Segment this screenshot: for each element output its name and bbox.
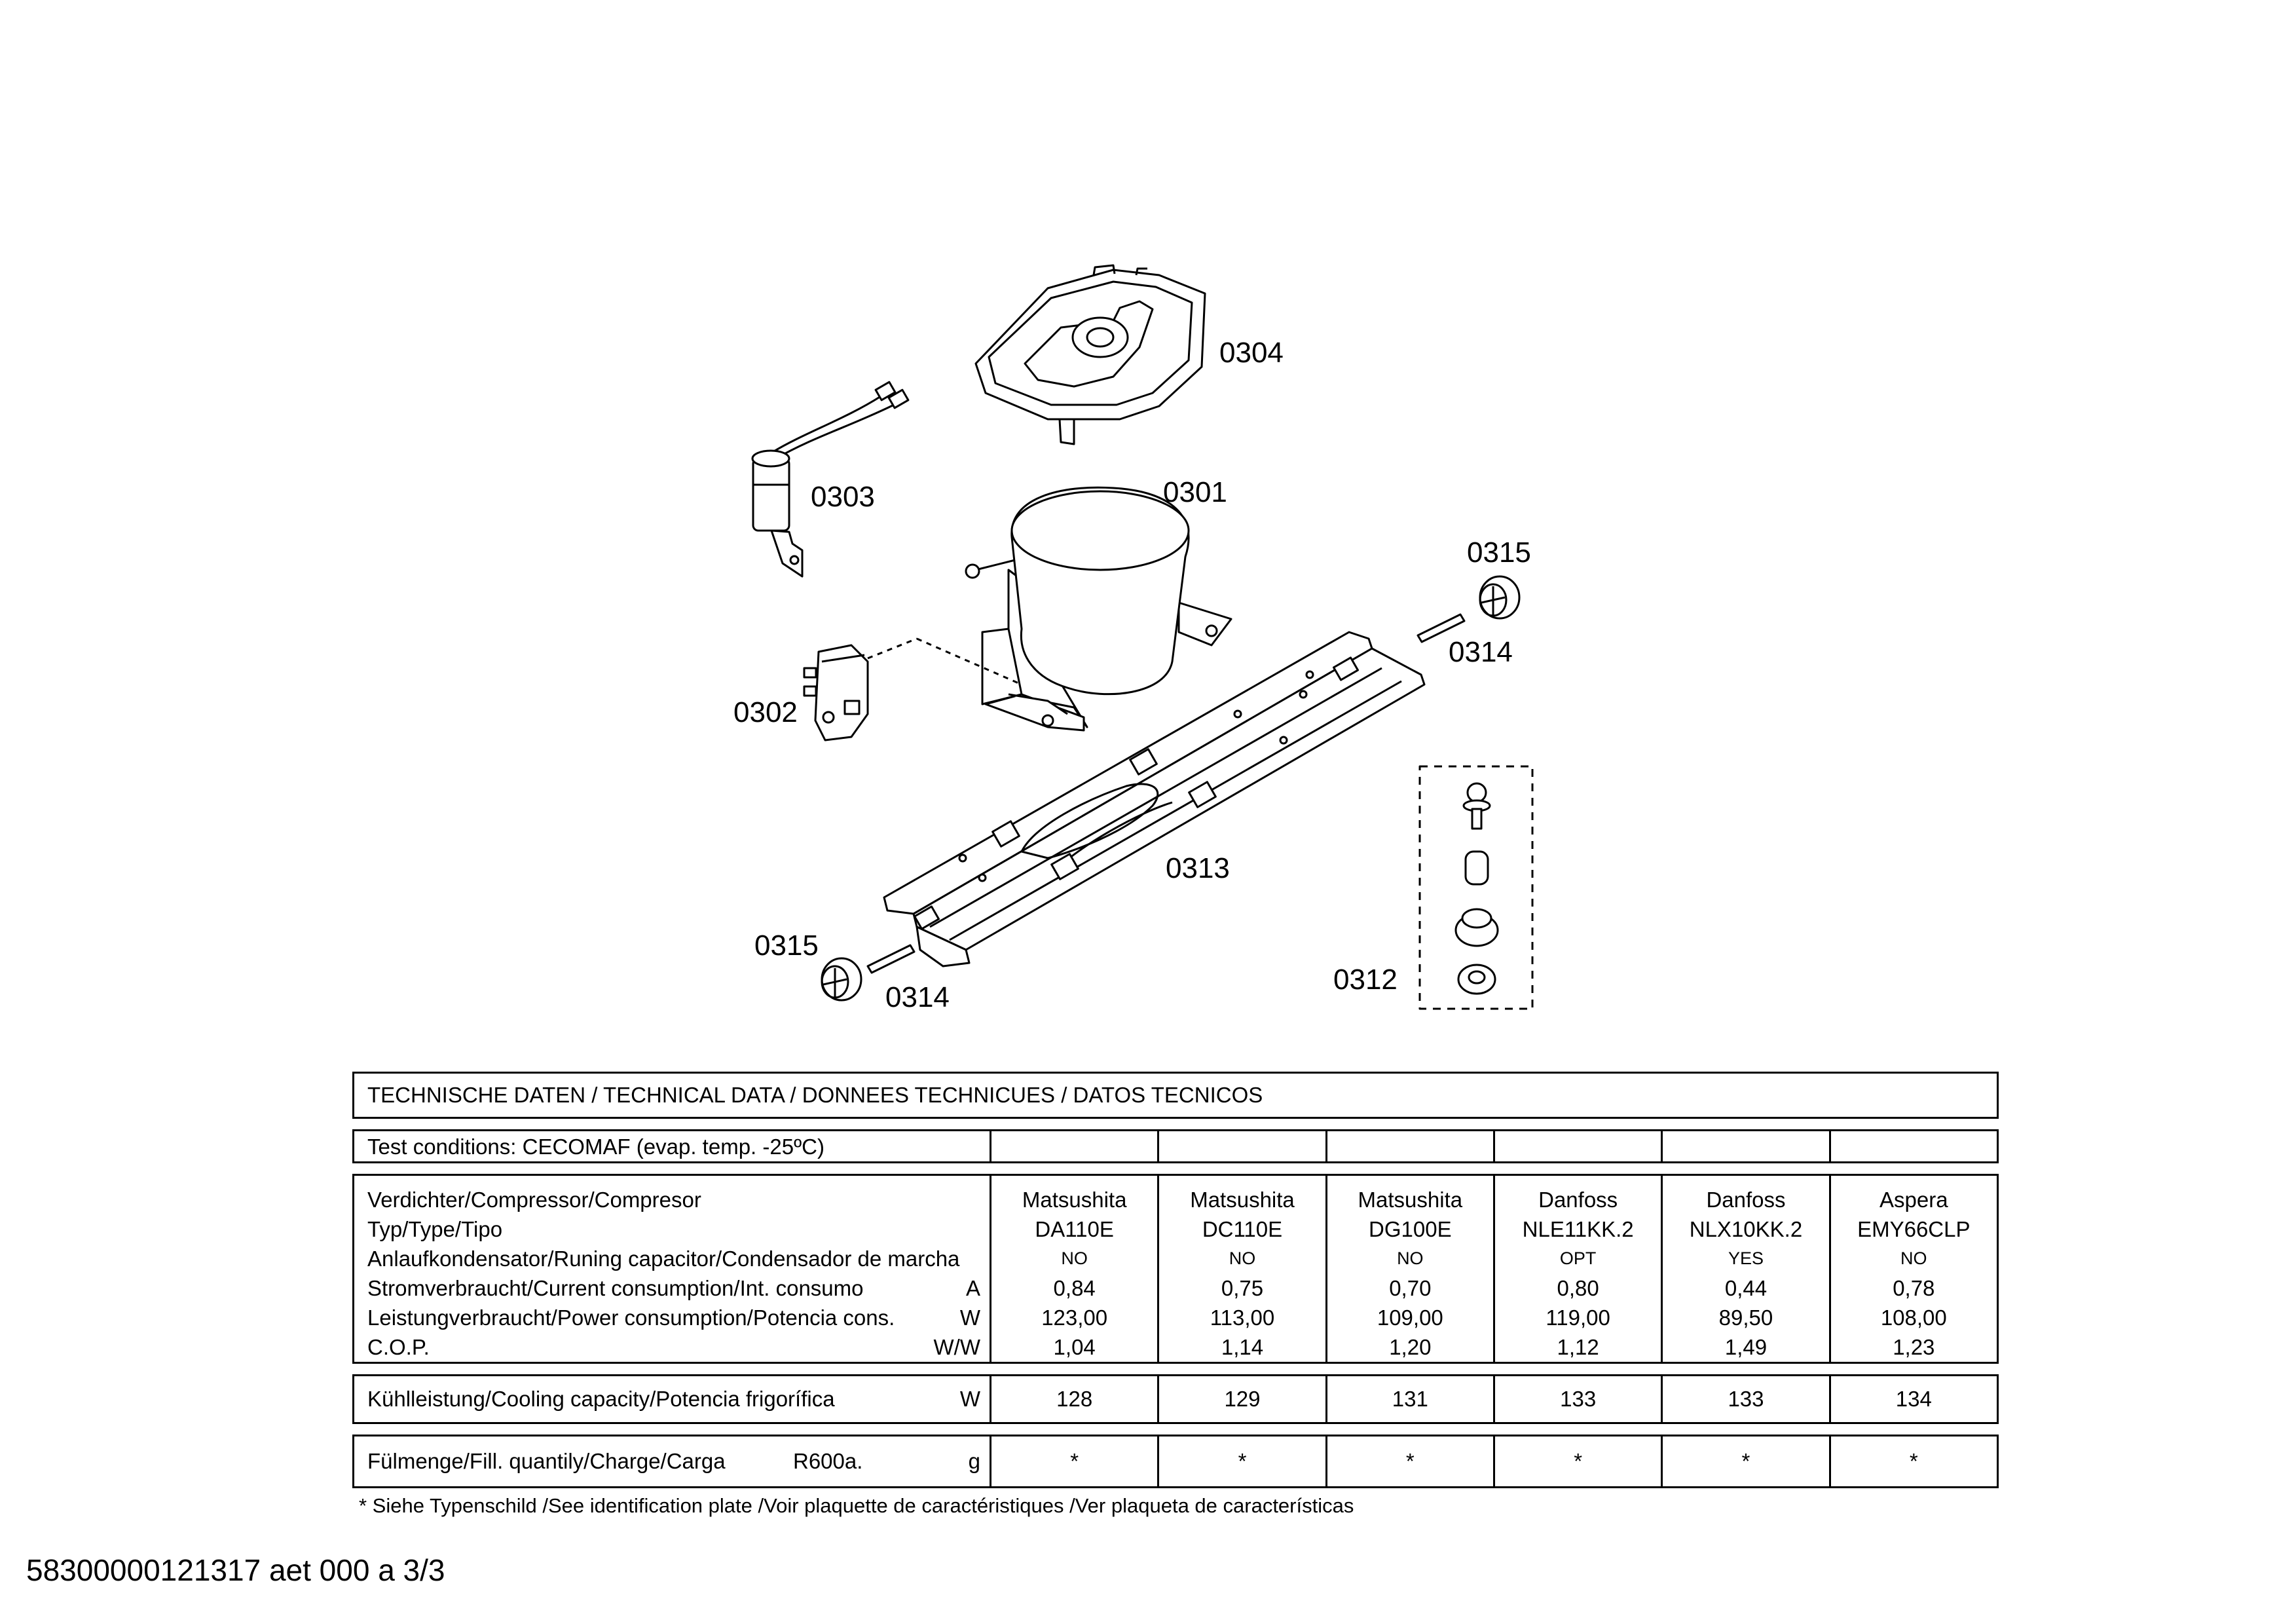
test-conditions-row: Test conditions: CECOMAF (evap. temp. -2… [352, 1129, 1999, 1163]
part-0302-relay [803, 637, 1022, 741]
part-0315-grommet-right [1479, 575, 1521, 620]
specs-labels: Verdichter/Compressor/Compresor Typ/Type… [354, 1176, 990, 1362]
cooling-capacity-row: Kühlleistung/Cooling capacity/Potencia f… [352, 1374, 1999, 1424]
unit-power: W [959, 1305, 980, 1330]
part-0314-pin-left [866, 944, 916, 974]
compressor-col-1: Matsushita DA110E NO 0,84 123,00 1,04 [990, 1176, 1157, 1362]
test-cell-5 [1661, 1131, 1828, 1161]
part-label-0313: 0313 [1166, 852, 1230, 884]
test-cell-3 [1325, 1131, 1493, 1161]
compressor-col-6: Aspera EMY66CLP NO 0,78 108,00 1,23 [1828, 1176, 1997, 1362]
cooling-col-4: 133 [1492, 1376, 1661, 1422]
unit-cooling: W [959, 1387, 980, 1411]
refrigerant-label: R600a. [793, 1449, 863, 1473]
part-0304-tray [974, 264, 1206, 445]
unit-current: A [965, 1276, 980, 1300]
compressor-col-2: Matsushita DC110E NO 0,75 113,00 1,14 [1157, 1176, 1325, 1362]
part-label-0315-right: 0315 [1467, 536, 1531, 569]
test-cell-6 [1828, 1131, 1997, 1161]
document-id: 58300000121317 aet 000 a 3/3 [26, 1553, 445, 1587]
cooling-col-6: 134 [1828, 1376, 1997, 1422]
label-power: Leistungverbraucht/Power consumption/Pot… [367, 1303, 990, 1332]
fill-col-1: * [990, 1436, 1157, 1486]
part-0313-base-rail [883, 631, 1426, 967]
compressor-col-3: Matsushita DG100E NO 0,70 109,00 1,20 [1325, 1176, 1493, 1362]
unit-fill: g [968, 1449, 980, 1473]
fill-col-6: * [1828, 1436, 1997, 1486]
label-current: Stromverbraucht/Current consumption/Int.… [367, 1273, 990, 1303]
part-label-0304: 0304 [1219, 337, 1284, 369]
part-0312-mounting-kit [1418, 765, 1534, 1010]
cooling-col-5: 133 [1661, 1376, 1828, 1422]
label-cooling: Kühlleistung/Cooling capacity/Potencia f… [354, 1376, 990, 1422]
compressor-col-5: Danfoss NLX10KK.2 YES 0,44 89,50 1,49 [1661, 1176, 1828, 1362]
part-label-0312: 0312 [1333, 964, 1398, 996]
part-0303-capacitor [751, 381, 910, 578]
test-cell-1 [990, 1131, 1157, 1161]
compressor-col-4: Danfoss NLE11KK.2 OPT 0,80 119,00 1,12 [1492, 1176, 1661, 1362]
label-compressor: Verdichter/Compressor/Compresor [367, 1188, 701, 1212]
part-label-0314-right: 0314 [1449, 636, 1513, 668]
unit-cop: W/W [933, 1335, 980, 1359]
cooling-col-3: 131 [1325, 1376, 1493, 1422]
part-label-0301: 0301 [1163, 476, 1227, 508]
fill-col-2: * [1157, 1436, 1325, 1486]
exploded-parts-diagram: 0304 0303 0301 0302 [733, 264, 1534, 1013]
cooling-col-1: 128 [990, 1376, 1157, 1422]
fill-col-5: * [1661, 1436, 1828, 1486]
cooling-col-2: 129 [1157, 1376, 1325, 1422]
part-0315-grommet-left [821, 957, 862, 1002]
label-capacitor: Anlaufkondensator/Runing capacitor/Conde… [367, 1247, 960, 1271]
fill-col-4: * [1492, 1436, 1661, 1486]
footnote: * Siehe Typenschild /See identification … [359, 1494, 1354, 1517]
technical-data-table: TECHNISCHE DATEN / TECHNICAL DATA / DONN… [352, 1072, 1999, 1488]
part-label-0315-left: 0315 [754, 929, 819, 962]
test-cell-4 [1492, 1131, 1661, 1161]
compressor-specs-row: Verdichter/Compressor/Compresor Typ/Type… [352, 1174, 1999, 1364]
table-title: TECHNISCHE DATEN / TECHNICAL DATA / DONN… [352, 1072, 1999, 1119]
test-cell-2 [1157, 1131, 1325, 1161]
part-0314-pin-right [1416, 613, 1466, 643]
test-conditions-label: Test conditions: CECOMAF (evap. temp. -2… [367, 1135, 824, 1159]
part-label-0302: 0302 [733, 696, 798, 728]
label-type: Typ/Type/Tipo [367, 1217, 503, 1241]
part-0301-compressor [965, 486, 1232, 732]
label-cop: C.O.P.W/W [367, 1332, 990, 1362]
fill-col-3: * [1325, 1436, 1493, 1486]
part-label-0303: 0303 [811, 481, 875, 513]
part-label-0314-left: 0314 [885, 981, 950, 1013]
